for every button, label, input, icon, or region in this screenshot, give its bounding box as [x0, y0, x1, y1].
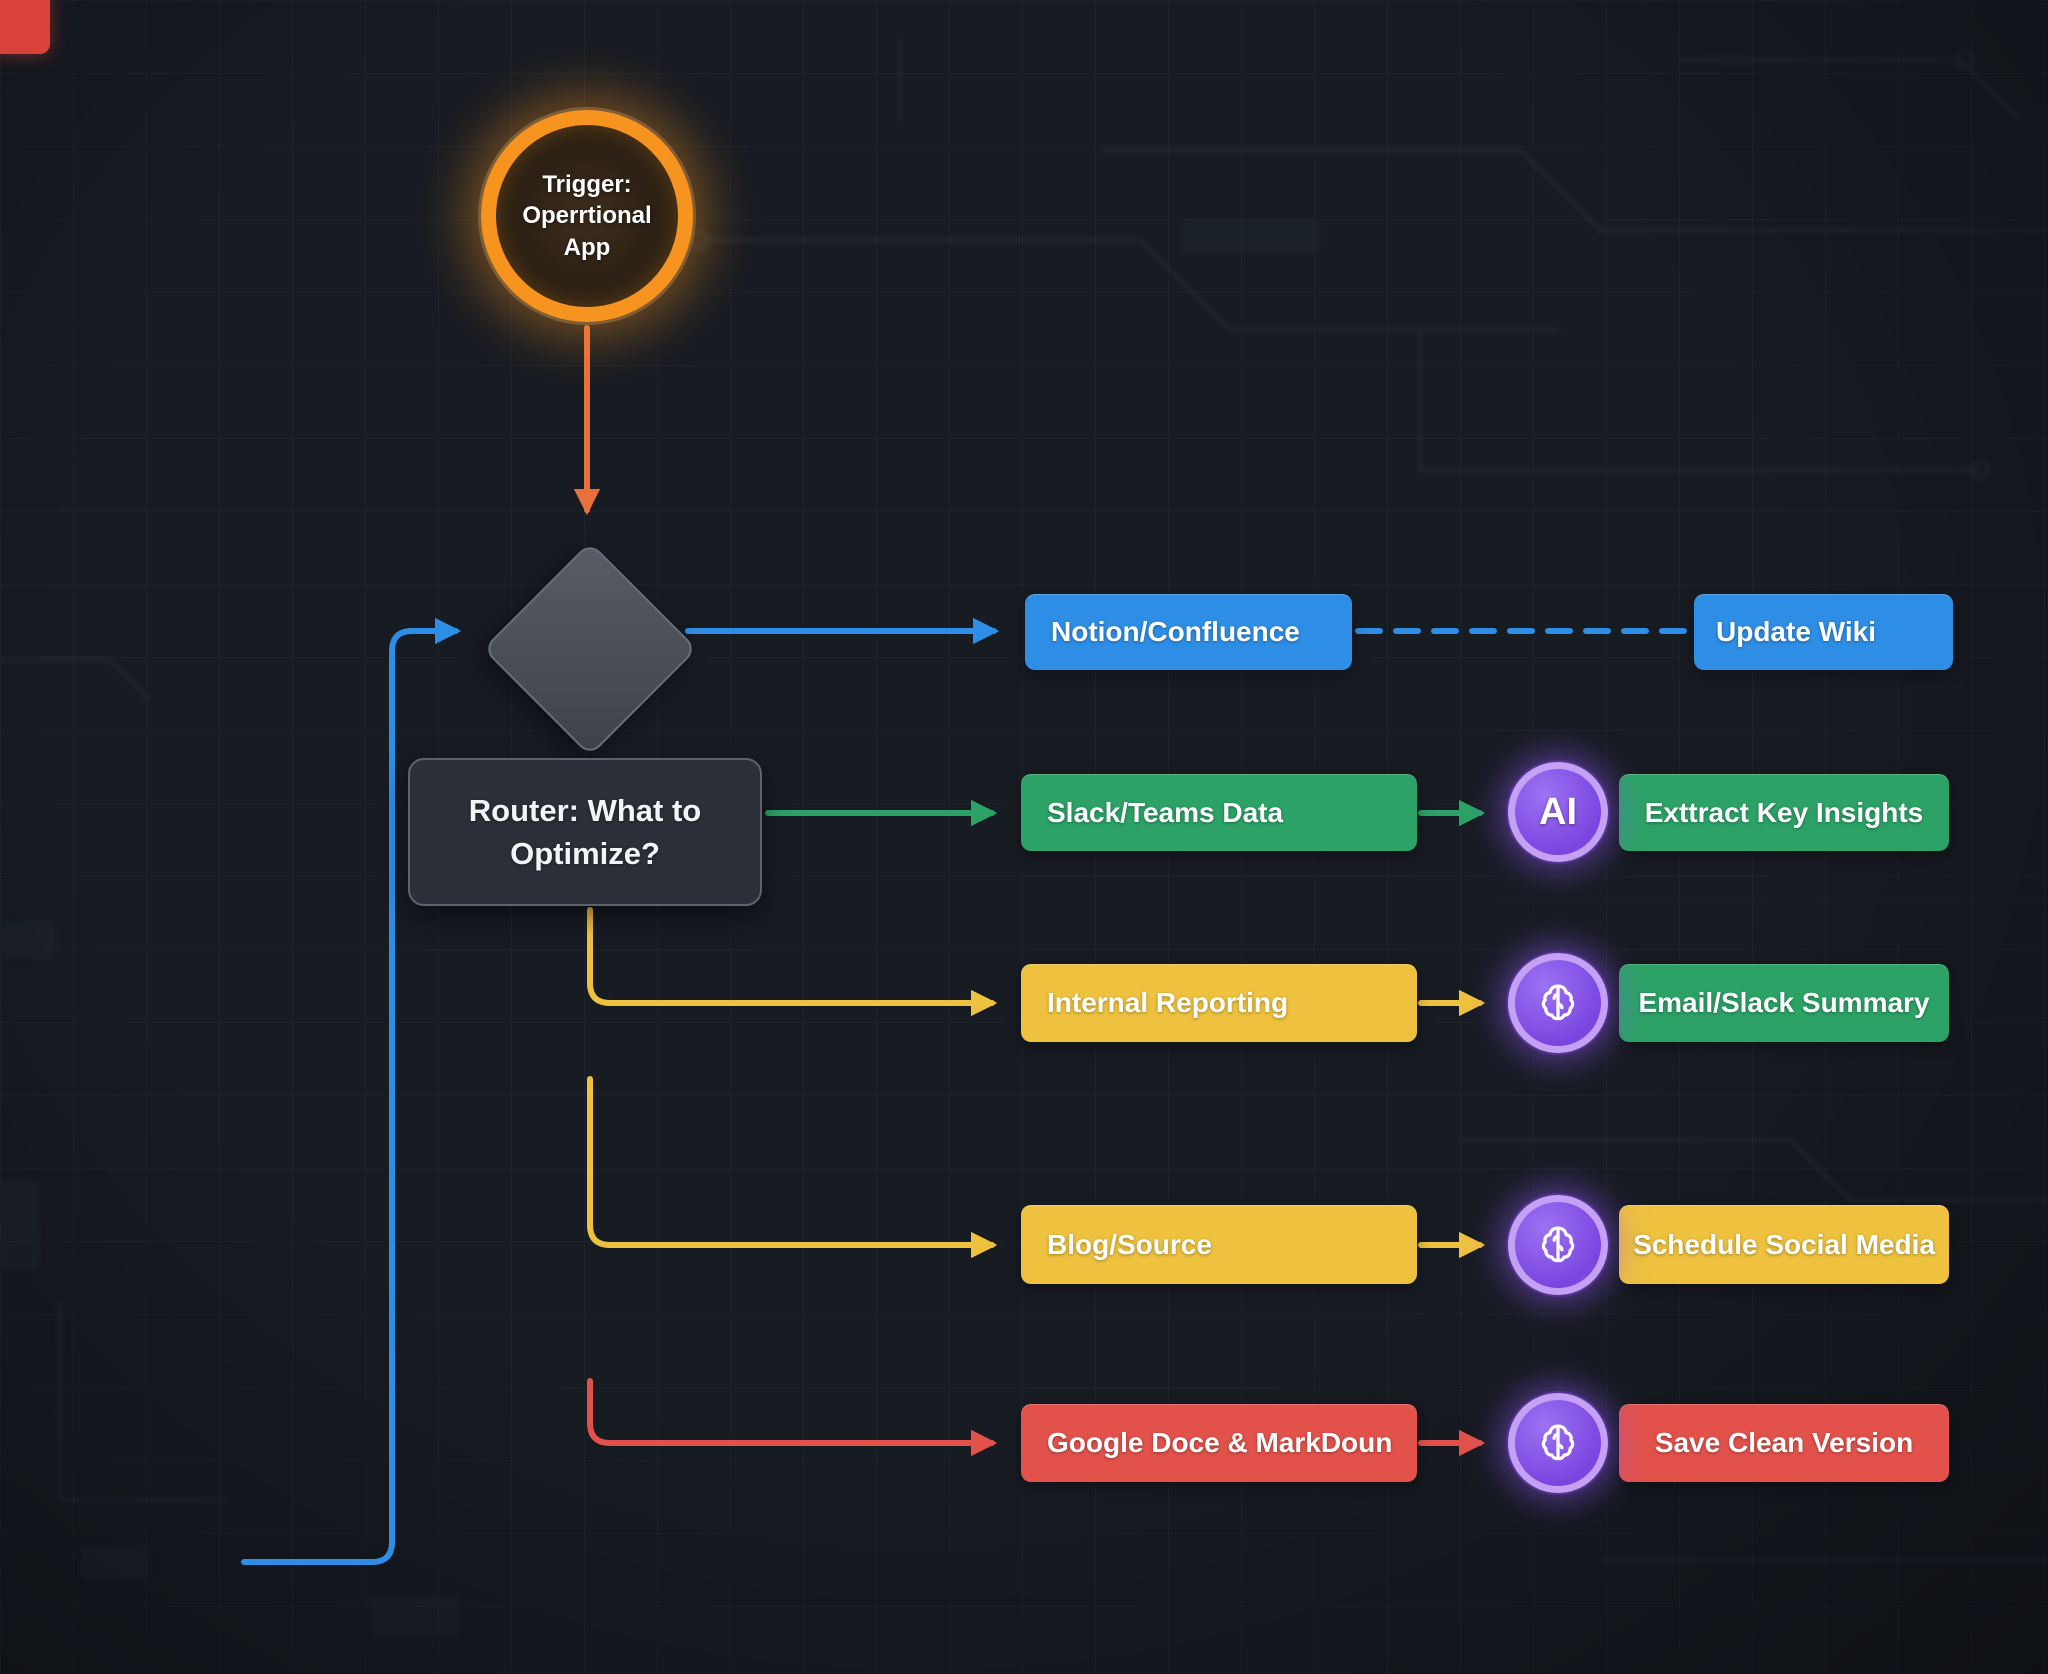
router-node[interactable]: Router: What to Optimize?: [408, 758, 762, 906]
ai-badge[interactable]: AI: [1508, 762, 1608, 862]
brain-icon: [1541, 1424, 1575, 1461]
ai-brain-badge-1[interactable]: [1508, 953, 1608, 1053]
node-save-clean-version[interactable]: Save Clean Version: [1619, 1404, 1949, 1482]
node-internal-reporting[interactable]: Internal Reporting: [1021, 964, 1417, 1042]
corner-red-block: [0, 0, 50, 54]
trigger-label-line1: Trigger:: [542, 171, 632, 199]
node-label: Exttract Key Insights: [1644, 796, 1924, 828]
node-label: Blog/Source: [1047, 1228, 1212, 1260]
trigger-label-line3: App: [563, 233, 611, 261]
node-update-wiki[interactable]: Update Wiki: [1694, 594, 1953, 670]
node-label: Slack/Teams Data: [1047, 796, 1284, 828]
trigger-node[interactable]: Trigger: Operrtional App: [481, 110, 693, 322]
node-label: Update Wiki: [1716, 616, 1876, 647]
node-schedule-social-media[interactable]: Schedule Social Media: [1619, 1205, 1949, 1284]
node-label: Google Doce & MarkDoun: [1047, 1427, 1393, 1458]
node-label: Email/Slack Summary: [1638, 987, 1930, 1018]
brain-icon: [1541, 984, 1575, 1021]
node-slack-teams-data[interactable]: Slack/Teams Data: [1021, 774, 1417, 851]
ai-badge-label: AI: [1539, 790, 1577, 833]
ai-brain-badge-2[interactable]: [1508, 1195, 1608, 1295]
node-label: Notion/Confluence: [1051, 616, 1300, 647]
ai-brain-badge-3[interactable]: [1508, 1393, 1608, 1493]
node-blog-source[interactable]: Blog/Source: [1021, 1205, 1417, 1284]
node-label: Schedule Social Media: [1633, 1228, 1935, 1260]
node-google-docs-markdown[interactable]: Google Doce & MarkDoun: [1021, 1404, 1417, 1482]
node-label: Save Clean Version: [1654, 1427, 1914, 1458]
router-label: Router: What to Optimize?: [468, 792, 702, 871]
node-email-slack-summary[interactable]: Email/Slack Summary: [1619, 964, 1949, 1042]
node-extract-key-insights[interactable]: Exttract Key Insights: [1619, 774, 1949, 851]
brain-icon: [1541, 1226, 1575, 1263]
trigger-label-line2: Operrtional: [522, 202, 652, 230]
node-label: Internal Reporting: [1047, 987, 1289, 1018]
node-notion-confluence[interactable]: Notion/Confluence: [1025, 594, 1352, 670]
